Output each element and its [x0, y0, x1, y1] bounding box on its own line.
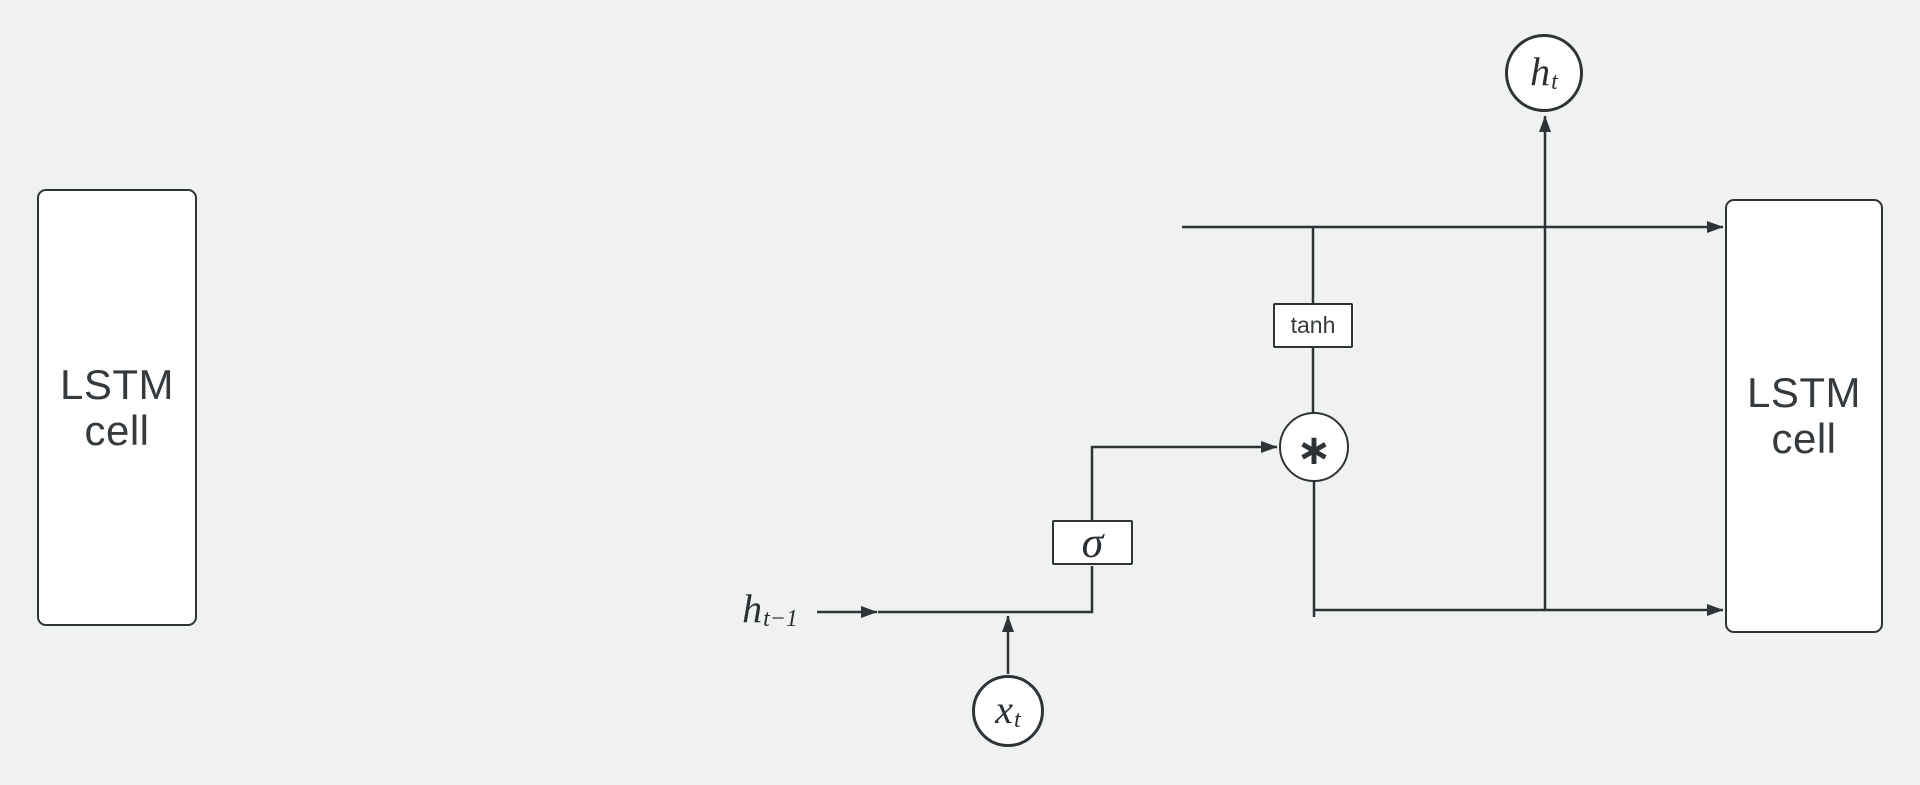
hidden-prev-label: ht−1	[742, 585, 798, 633]
hidden-prev-sub: t−1	[763, 606, 798, 633]
input-base: x	[995, 686, 1014, 732]
node-tanh-gate[interactable]: tanh	[1273, 303, 1353, 348]
label-hidden-prev[interactable]: ht−1	[728, 586, 812, 634]
edge-sigma-to-multiply-arrow[interactable]	[1090, 441, 1278, 520]
node-lstm-cell-right[interactable]: LSTM cell	[1725, 199, 1883, 633]
lstm-cell-left-label: LSTM cell	[59, 360, 174, 454]
node-sigma-gate[interactable]: σ	[1052, 520, 1133, 565]
multiply-op-label: ∗	[1296, 425, 1332, 474]
hidden-output-label: ht	[1530, 48, 1558, 96]
tanh-gate-label: tanh	[1290, 312, 1336, 338]
edge-junction-to-sigma-line[interactable]	[878, 566, 1094, 614]
hidden-output-base: h	[1530, 48, 1551, 94]
hidden-prev-base: h	[742, 585, 763, 631]
hidden-output-sub: t	[1551, 69, 1558, 96]
node-multiply-op[interactable]: ∗	[1279, 412, 1349, 482]
input-label: xt	[995, 686, 1021, 734]
node-input[interactable]: xt	[972, 675, 1044, 747]
input-sub: t	[1014, 707, 1021, 734]
lstm-cell-right-label: LSTM cell	[1746, 369, 1861, 462]
node-lstm-cell-left[interactable]: LSTM cell	[37, 189, 197, 626]
sigma-gate-label: σ	[1081, 517, 1104, 567]
node-hidden-output[interactable]: ht	[1505, 34, 1583, 112]
